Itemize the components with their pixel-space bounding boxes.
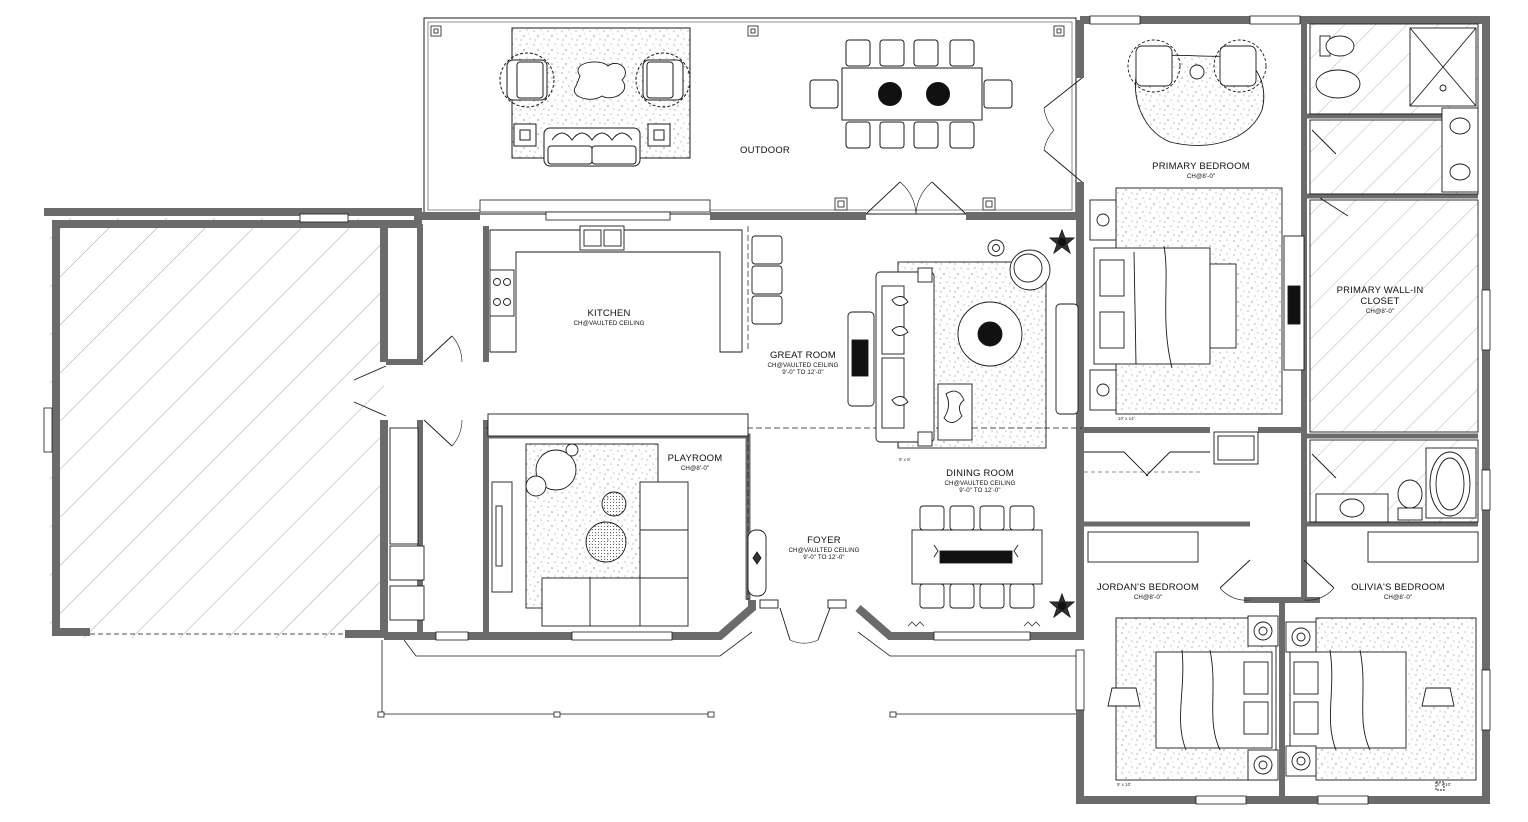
- primary-bath: [1309, 23, 1479, 523]
- label-outdoor: OUTDOOR: [740, 145, 790, 157]
- ceiling-height-playroom: CH@8'-0": [680, 464, 710, 472]
- room-name-jordans-bedroom: JORDAN'S BEDROOM: [1096, 582, 1200, 593]
- ceiling-range-foyer: 9'-0" TO 12'-0": [803, 554, 845, 562]
- playroom-furniture: [491, 443, 689, 627]
- mudroom-storage: [353, 335, 463, 621]
- room-name-outdoor: OUTDOOR: [740, 145, 790, 156]
- ceiling-height-olivias-bedroom: CH@8'-0": [1383, 593, 1413, 601]
- rug-size-primary: 10' x 14': [1118, 416, 1135, 421]
- label-jordans-bedroom: JORDAN'S BEDROOM CH@8'-0": [1096, 582, 1200, 601]
- rug-size-jordan: 9' x 10': [1117, 782, 1131, 787]
- rug-size-olivia: 8' x 10': [1437, 782, 1451, 787]
- room-name-great-room: GREAT ROOM: [769, 350, 837, 361]
- great-room-furniture: [847, 228, 1079, 449]
- kitchen-fixtures: [487, 225, 783, 437]
- ceiling-height-kitchen: CH@VAULTED CEILING: [573, 319, 645, 327]
- ceiling-height-primary-bedroom: CH@8'-0": [1186, 172, 1216, 180]
- ceiling-height-primary-closet: CH@8'-0": [1365, 307, 1395, 315]
- label-great-room: GREAT ROOM CH@VAULTED CEILING 9'-0" TO 1…: [767, 350, 839, 377]
- label-primary-bedroom: PRIMARY BEDROOM CH@8'-0": [1152, 161, 1250, 180]
- ceiling-height-dining-room: CH@VAULTED CEILING: [944, 479, 1016, 487]
- label-foyer: FOYER CH@VAULTED CEILING 9'-0" TO 12'-0": [788, 535, 860, 562]
- label-olivias-bedroom: OLIVIA'S BEDROOM CH@8'-0": [1351, 582, 1445, 601]
- room-name-primary-bedroom: PRIMARY BEDROOM: [1152, 161, 1250, 172]
- ceiling-range-great-room: 9'-0" TO 12'-0": [782, 369, 824, 377]
- room-name-primary-closet-line2: CLOSET: [1360, 295, 1400, 307]
- windows: [435, 15, 1491, 805]
- ceiling-range-dining-room: 9'-0" TO 12'-0": [959, 487, 1001, 495]
- outdoor-patio: [423, 17, 1077, 215]
- front-porch: [377, 631, 1076, 718]
- ceiling-height-great-room: CH@VAULTED CEILING: [767, 361, 839, 369]
- garage: [43, 208, 422, 638]
- primary-bedroom-furniture: [1043, 39, 1305, 477]
- room-name-playroom: PLAYROOM: [667, 453, 723, 464]
- ceiling-height-jordans-bedroom: CH@8'-0": [1133, 593, 1163, 601]
- room-name-olivias-bedroom: OLIVIA'S BEDROOM: [1351, 582, 1445, 593]
- ceiling-height-foyer: CH@VAULTED CEILING: [788, 546, 860, 554]
- rug-size-great-room: 9' x 9': [899, 457, 911, 462]
- kids-bedrooms-furniture: [1087, 531, 1479, 791]
- label-dining-room: DINING ROOM CH@VAULTED CEILING 9'-0" TO …: [944, 468, 1016, 495]
- room-name-primary-closet-line1: PRIMARY WALL-IN: [1336, 285, 1424, 296]
- room-name-dining-room: DINING ROOM: [946, 468, 1014, 479]
- label-primary-closet: PRIMARY WALL-IN CLOSET CH@8'-0": [1336, 285, 1424, 315]
- room-name-foyer: FOYER: [807, 535, 841, 546]
- label-playroom: PLAYROOM CH@8'-0": [667, 453, 723, 472]
- label-kitchen: KITCHEN CH@VAULTED CEILING: [573, 308, 645, 327]
- room-name-kitchen: KITCHEN: [587, 308, 631, 319]
- dining-furniture: [747, 505, 1076, 644]
